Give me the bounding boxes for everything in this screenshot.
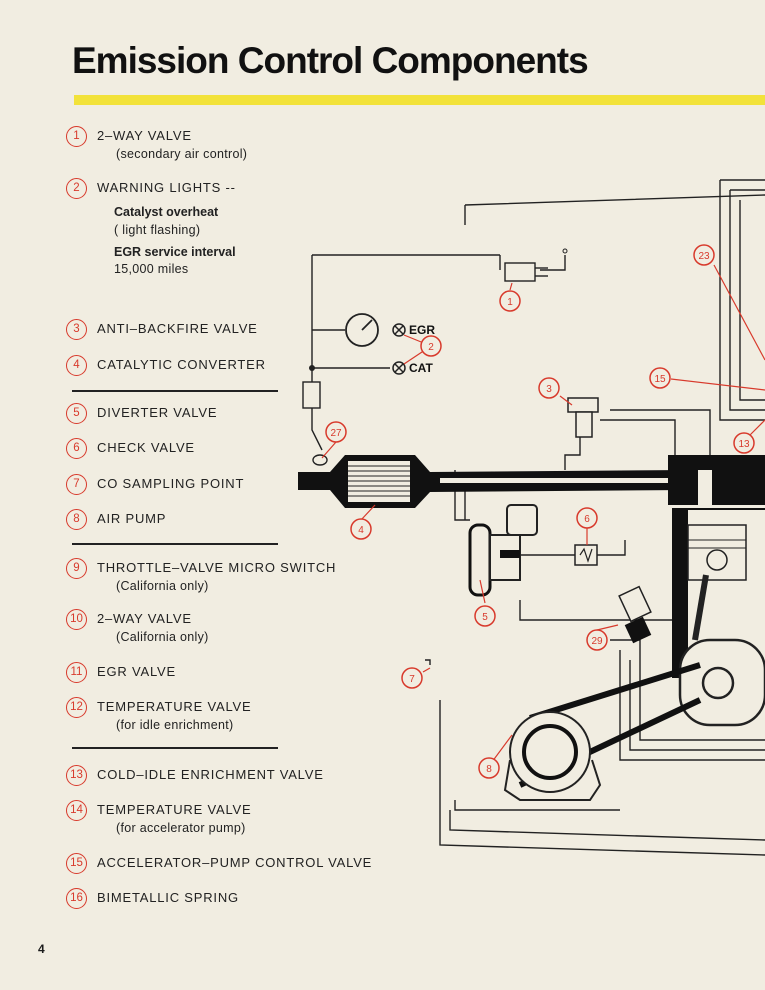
legend-label: ANTI–BACKFIRE VALVE (97, 321, 258, 336)
callout-number: 14 (66, 800, 87, 821)
title-underline-bar (74, 95, 765, 105)
legend-label: AIR PUMP (97, 511, 167, 526)
legend-sublabel: (secondary air control) (116, 147, 248, 161)
temperature-sensor-icon (312, 454, 328, 466)
legend-label: CO SAMPLING POINT (97, 476, 245, 491)
callout-number: 3 (66, 319, 87, 340)
legend-sublabel: (for accelerator pump) (116, 821, 246, 835)
callout-label: 27 (330, 428, 342, 439)
callout-number: 15 (66, 853, 87, 874)
callout-label: 3 (546, 384, 552, 395)
callout-number: 13 (66, 765, 87, 786)
fuse-icon (302, 381, 321, 409)
callout-number: 5 (66, 403, 87, 424)
section-divider (72, 747, 278, 749)
air-pump-shape (503, 662, 702, 801)
callout-number: 6 (66, 438, 87, 459)
legend-label: CHECK VALVE (97, 440, 195, 455)
callout-label: 8 (486, 764, 492, 775)
check-valve-shape (574, 544, 598, 566)
legend-sublabel: EGR service interval (114, 245, 236, 259)
callout-number: 8 (66, 509, 87, 530)
legend-label: CATALYTIC CONVERTER (97, 357, 266, 372)
callout-label: 15 (654, 374, 666, 385)
two-way-valve-shape (504, 248, 568, 282)
legend-label: ACCELERATOR–PUMP CONTROL VALVE (97, 855, 373, 870)
legend-label: 2–WAY VALVE (97, 611, 192, 626)
page-number: 4 (38, 942, 45, 956)
callout-number: 9 (66, 558, 87, 579)
legend-sublabel: (California only) (116, 579, 209, 593)
legend-label: WARNING LIGHTS -- (97, 180, 236, 195)
legend-label: EGR VALVE (97, 664, 176, 679)
callout-label: 4 (358, 525, 364, 536)
legend-label: TEMPERATURE VALVE (97, 699, 252, 714)
egr-warning-lamp-icon (392, 323, 406, 337)
callout-number: 16 (66, 888, 87, 909)
callout-number: 1 (66, 126, 87, 147)
callout-label: 13 (738, 439, 750, 450)
legend-sublabel: ( light flashing) (114, 223, 201, 237)
legend-label: DIVERTER VALVE (97, 405, 218, 420)
callout-label: 6 (584, 514, 590, 525)
egr-lamp-label: EGR (409, 323, 435, 337)
anti-backfire-valve-shape (567, 397, 599, 438)
legend-label: TEMPERATURE VALVE (97, 802, 252, 817)
callout-label: 2 (428, 342, 434, 353)
diverter-valve-shape (468, 504, 538, 597)
callout-number: 12 (66, 697, 87, 718)
callout-number: 10 (66, 609, 87, 630)
callout-label: 1 (507, 297, 513, 308)
cat-warning-lamp-icon (392, 361, 406, 375)
legend-sublabel: 15,000 miles (114, 262, 189, 276)
legend-label: 2–WAY VALVE (97, 128, 192, 143)
legend-label: THROTTLE–VALVE MICRO SWITCH (97, 560, 337, 575)
section-divider (72, 543, 278, 545)
callout-number: 7 (66, 474, 87, 495)
micro-switch-shape (618, 585, 652, 644)
callout-number: 2 (66, 178, 87, 199)
legend-sublabel: (for idle enrichment) (116, 718, 234, 732)
page-title: Emission Control Components (72, 40, 589, 81)
callout-number: 11 (66, 662, 87, 683)
legend-label: BIMETALLIC SPRING (97, 890, 239, 905)
callout-label: 29 (591, 636, 603, 647)
legend-sublabel: Catalyst overheat (114, 205, 219, 219)
callout-label: 23 (698, 251, 710, 262)
callout-number: 4 (66, 355, 87, 376)
engine-cylinder-shape (668, 455, 765, 727)
cat-lamp-label: CAT (409, 361, 433, 375)
exhaust-pipe-shape (298, 455, 690, 508)
legend-sublabel: (California only) (116, 630, 209, 644)
callout-label: 5 (482, 612, 488, 623)
section-divider (72, 390, 278, 392)
callout-label: 7 (409, 674, 415, 685)
legend-label: COLD–IDLE ENRICHMENT VALVE (97, 767, 324, 782)
